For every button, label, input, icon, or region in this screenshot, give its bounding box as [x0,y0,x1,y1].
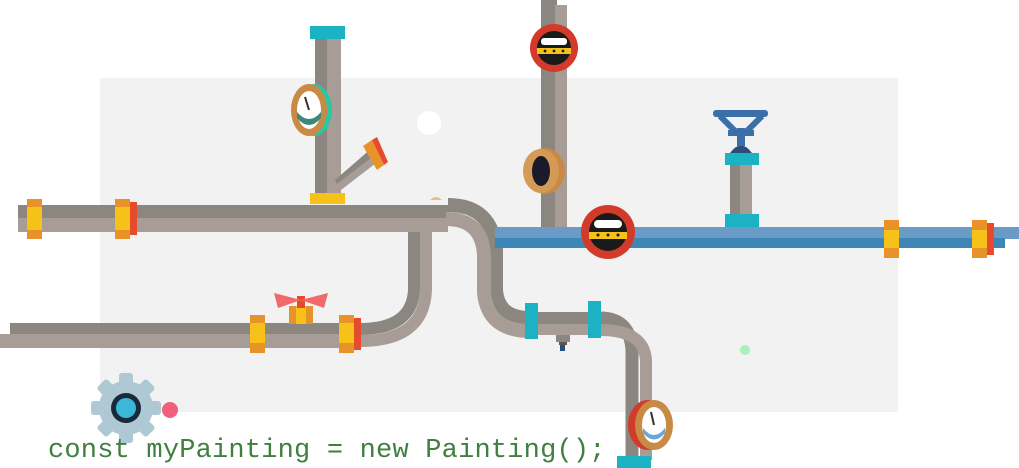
vertical-pipe-gauge [310,26,388,204]
gear-icon[interactable] [91,373,161,443]
lower-right-pipe [525,301,652,468]
butterfly-valve-icon[interactable] [274,293,328,324]
sight-glass-icon [523,148,565,194]
pressure-gauge-icon [291,84,332,136]
pressure-gauge-icon [628,400,673,450]
code-line: const myPainting = new Painting(); [48,436,606,466]
red-valve-icon[interactable] [581,205,635,259]
wheel-valve-stack [725,145,759,227]
red-valve-icon[interactable] [530,24,578,72]
bubble-dot [162,402,178,418]
lower-left-pipe [0,232,432,353]
bubble-dot [740,345,750,355]
wheel-valve-icon[interactable] [713,110,768,146]
main-horizontal-pipe [18,197,531,338]
bubble-dot [417,111,441,135]
